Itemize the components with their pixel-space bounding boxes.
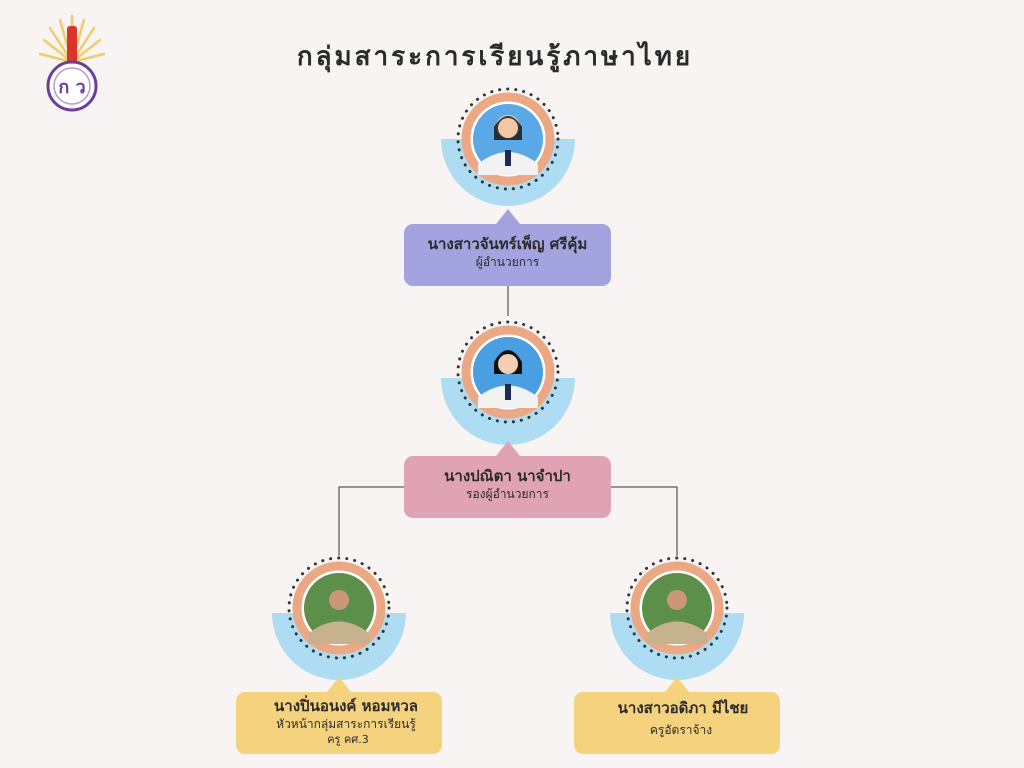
- person-role: รองผู้อำนวยการ: [466, 487, 549, 501]
- person-role: ครูอัตราจ้าง: [649, 723, 713, 737]
- person-name: นางปิ่นอนงค์ หอมหวล: [274, 697, 418, 715]
- photo-frame-head: [272, 556, 406, 680]
- pointer-teacher: [665, 677, 689, 692]
- connector-deputy-teacher: [611, 486, 678, 556]
- person-avatar-teacher: [667, 590, 687, 610]
- photo-frame-deputy: [441, 320, 575, 445]
- connector-lines: [338, 286, 678, 556]
- person-name: นางปณิตา นาจำปา: [444, 467, 571, 485]
- person-name: นางสาวอดิภา มีไชย: [617, 699, 749, 717]
- person-rank: ครู คศ.3: [327, 733, 369, 746]
- photo-frame-director: [441, 87, 575, 206]
- node-head: นางปิ่นอนงค์ หอมหวล หัวหน้ากลุ่มสาระการเ…: [236, 692, 442, 754]
- logo-text: ก ว: [58, 77, 85, 98]
- person-role: หัวหน้ากลุ่มสาระการเรียนรู้: [276, 717, 416, 731]
- person-avatar-head: [329, 590, 349, 610]
- connector-deputy-head: [338, 486, 404, 556]
- school-logo: ก ว: [36, 12, 108, 114]
- person-name: นางสาวจันทร์เพ็ญ ศรีคุ้ม: [427, 235, 588, 253]
- person-role: ผู้อำนวยการ: [475, 255, 540, 269]
- page-title: กลุ่มสาระการเรียนรู้ภาษาไทย: [296, 42, 694, 72]
- node-deputy: นางปณิตา นาจำปา รองผู้อำนวยการ: [404, 456, 611, 518]
- person-avatar-deputy: [498, 354, 518, 374]
- pointer-deputy: [496, 441, 520, 456]
- node-teacher: นางสาวอดิภา มีไชย ครูอัตราจ้าง: [574, 692, 780, 754]
- pointer-head: [327, 677, 351, 692]
- node-director: นางสาวจันทร์เพ็ญ ศรีคุ้ม ผู้อำนวยการ: [404, 224, 611, 286]
- photo-frame-teacher: [610, 556, 744, 680]
- torch-icon: [67, 26, 77, 66]
- pointer-director: [496, 209, 520, 224]
